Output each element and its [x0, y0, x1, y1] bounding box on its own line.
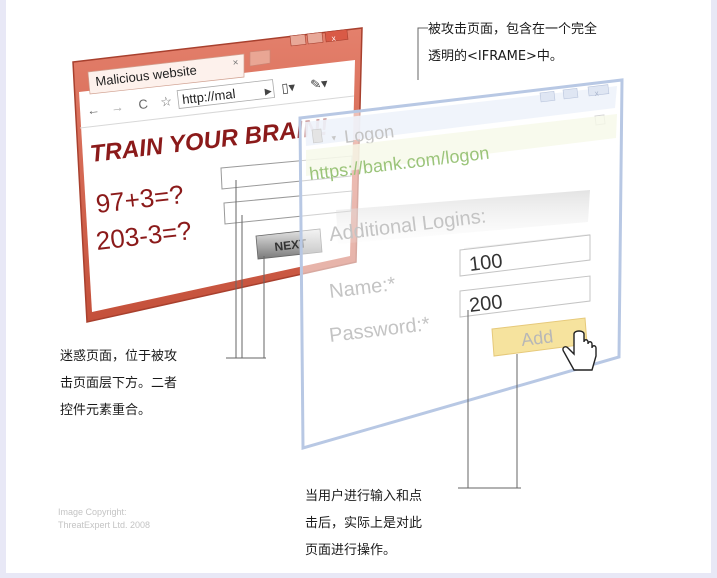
- minimize-icon[interactable]: [289, 33, 307, 47]
- caption-line: 迷惑页面，位于被攻: [60, 349, 178, 364]
- iframe-depth-shading: [336, 190, 590, 244]
- maximize-icon[interactable]: [306, 31, 324, 45]
- close-glyph: x: [331, 34, 336, 43]
- close-icon[interactable]: [324, 29, 349, 43]
- next-button-label: NEXT: [274, 236, 308, 254]
- password-input-value: 200: [468, 291, 504, 317]
- caption-decoy-page: 迷惑页面，位于被攻 击页面层下方。二者 控件元素重合。: [60, 343, 177, 424]
- callout-lines: [226, 27, 521, 489]
- name-input[interactable]: [459, 234, 591, 277]
- caption-line: 透明的<IFRAME>中。: [428, 49, 563, 64]
- caption-line: 页面进行操作。: [305, 543, 397, 558]
- wrench-icon[interactable]: ✎▾: [309, 75, 328, 92]
- caption-line: 击后，实际上是对此: [305, 516, 423, 531]
- reload-icon[interactable]: C: [138, 96, 149, 112]
- caption-line: 当用户进行输入和点: [305, 489, 423, 504]
- password-input[interactable]: [459, 275, 591, 318]
- toolbar-divider: [79, 95, 355, 129]
- bank-close-glyph: x: [594, 89, 599, 98]
- caption-user-action: 当用户进行输入和点 击后，实际上是对此 页面进行操作。: [305, 483, 422, 564]
- bank-close-icon[interactable]: [587, 84, 610, 97]
- new-tab-button[interactable]: [249, 49, 271, 67]
- tab-close-icon[interactable]: ×: [232, 57, 239, 69]
- caption-line: 被攻击页面，包含在一个完全: [428, 22, 598, 37]
- add-button-label: Add: [520, 326, 554, 350]
- copyright-line: Image Copyright:: [58, 507, 127, 517]
- hand-cursor-icon: [562, 330, 597, 371]
- bank-window: x ▾ Logon https://bank.com/logon Additio…: [298, 78, 624, 450]
- caption-line: 控件元素重合。: [60, 403, 152, 418]
- page-icon: [311, 128, 323, 144]
- address-bar[interactable]: [176, 79, 276, 109]
- malicious-url: http://mal: [181, 86, 236, 107]
- callout-line-top: [417, 27, 428, 80]
- image-copyright: Image Copyright: ThreatExpert Ltd. 2008: [58, 506, 150, 532]
- malicious-window: Malicious website × x ← → C ☆ http://mal…: [72, 27, 363, 323]
- page-edge-left: [0, 0, 6, 578]
- forward-arrow-icon[interactable]: →: [110, 99, 125, 115]
- bank-minimize-icon[interactable]: [539, 91, 556, 103]
- bank-address-bar[interactable]: [306, 114, 617, 176]
- back-arrow-icon[interactable]: ←: [86, 102, 101, 118]
- star-icon[interactable]: ☆: [159, 93, 172, 109]
- caption-line: 击页面层下方。二者: [60, 376, 178, 391]
- malicious-toolbar: ← → C ☆ http://mal ▶ ▯▾ ✎▾: [86, 75, 329, 118]
- page-menu-icon[interactable]: ▯▾: [281, 79, 297, 96]
- page-edge-bottom: [0, 573, 717, 578]
- tab-malicious-website[interactable]: [87, 53, 245, 95]
- dropdown-arrow-icon: ▾: [331, 132, 337, 143]
- bank-titlebar: [305, 86, 617, 146]
- page-edge-right: [711, 0, 717, 578]
- copyright-line: ThreatExpert Ltd. 2008: [58, 520, 151, 530]
- name-input-value: 100: [468, 250, 504, 276]
- bank-maximize-icon[interactable]: [562, 88, 579, 100]
- go-arrow-icon[interactable]: ▶: [264, 86, 272, 97]
- caption-target-page: 被攻击页面，包含在一个完全 透明的<IFRAME>中。: [428, 16, 597, 70]
